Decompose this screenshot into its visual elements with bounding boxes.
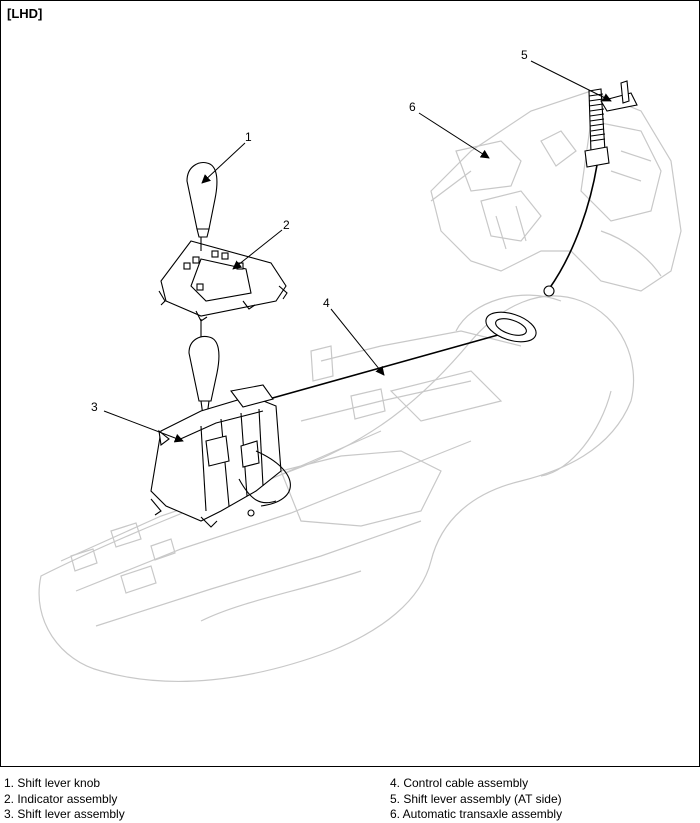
callout-6: 6 (409, 100, 416, 114)
legend-column-left: 1. Shift lever knob 2. Indicator assembl… (4, 776, 125, 823)
diagram-frame: [LHD] (0, 0, 700, 767)
exploded-view-diagram: 1 2 3 4 5 6 (38, 48, 682, 682)
callout-5: 5 (521, 48, 528, 62)
at-side-shift-lever (584, 80, 638, 168)
parts-legend: 1. Shift lever knob 2. Indicator assembl… (0, 776, 700, 823)
callout-2: 2 (283, 218, 290, 232)
transaxle-housing (430, 90, 682, 292)
control-cable (268, 164, 598, 400)
variant-tag: [LHD] (7, 6, 43, 21)
legend-item-5: 5. Shift lever assembly (AT side) (390, 791, 562, 806)
callout-3: 3 (91, 400, 98, 414)
leader-lines (103, 60, 612, 443)
callout-labels: 1 2 3 4 5 6 (91, 48, 528, 414)
legend-column-right: 4. Control cable assembly 5. Shift lever… (390, 776, 562, 823)
cable-grommet (485, 311, 537, 343)
callout-4: 4 (323, 296, 330, 310)
indicator-assembly (158, 240, 288, 322)
legend-item-2: 2. Indicator assembly (4, 791, 118, 806)
shift-lever-assembly (150, 384, 291, 528)
vehicle-floor-pan (38, 294, 635, 682)
legend-item-6: 6. Automatic transaxle assembly (390, 807, 563, 821)
legend-item-1: 1. Shift lever knob (4, 776, 101, 790)
callout-1: 1 (245, 130, 252, 144)
legend-item-4: 4. Control cable assembly (390, 776, 529, 790)
legend-item-3: 3. Shift lever assembly (4, 807, 125, 821)
